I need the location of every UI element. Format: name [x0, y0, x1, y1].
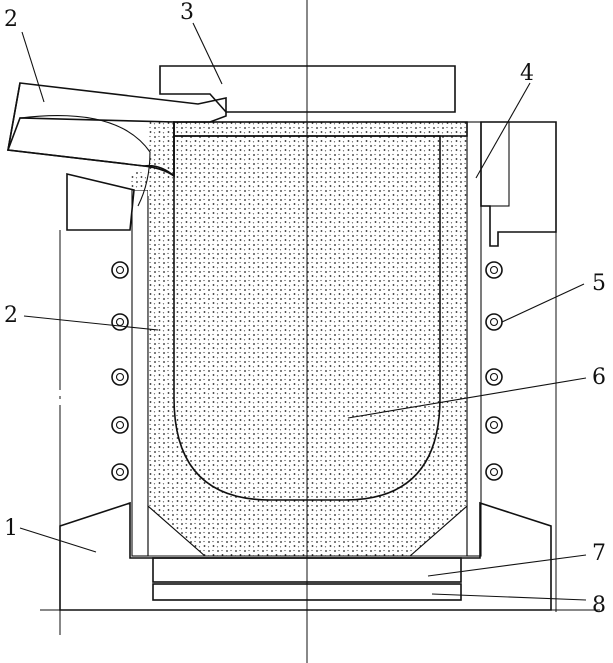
right-frame-block [480, 121, 557, 247]
label-2-top: 2 [4, 7, 18, 32]
induction-coil-right [485, 261, 503, 481]
label-3: 3 [180, 0, 194, 25]
label-4: 4 [520, 61, 534, 86]
outer-guide-lines [40, 230, 600, 635]
furnace-lid [159, 65, 456, 113]
left-frame-block [66, 172, 135, 231]
pouring-spout [6, 82, 227, 207]
label-7: 7 [592, 541, 606, 566]
label-5: 5 [592, 271, 606, 296]
leader-lines [19, 22, 587, 601]
label-2-left: 2 [4, 303, 18, 328]
label-8: 8 [592, 593, 606, 618]
label-1: 1 [4, 516, 18, 541]
induction-coil-left [111, 261, 129, 481]
label-6: 6 [592, 365, 606, 390]
crucible-cavity [173, 135, 441, 501]
refractory-lining [130, 122, 468, 557]
